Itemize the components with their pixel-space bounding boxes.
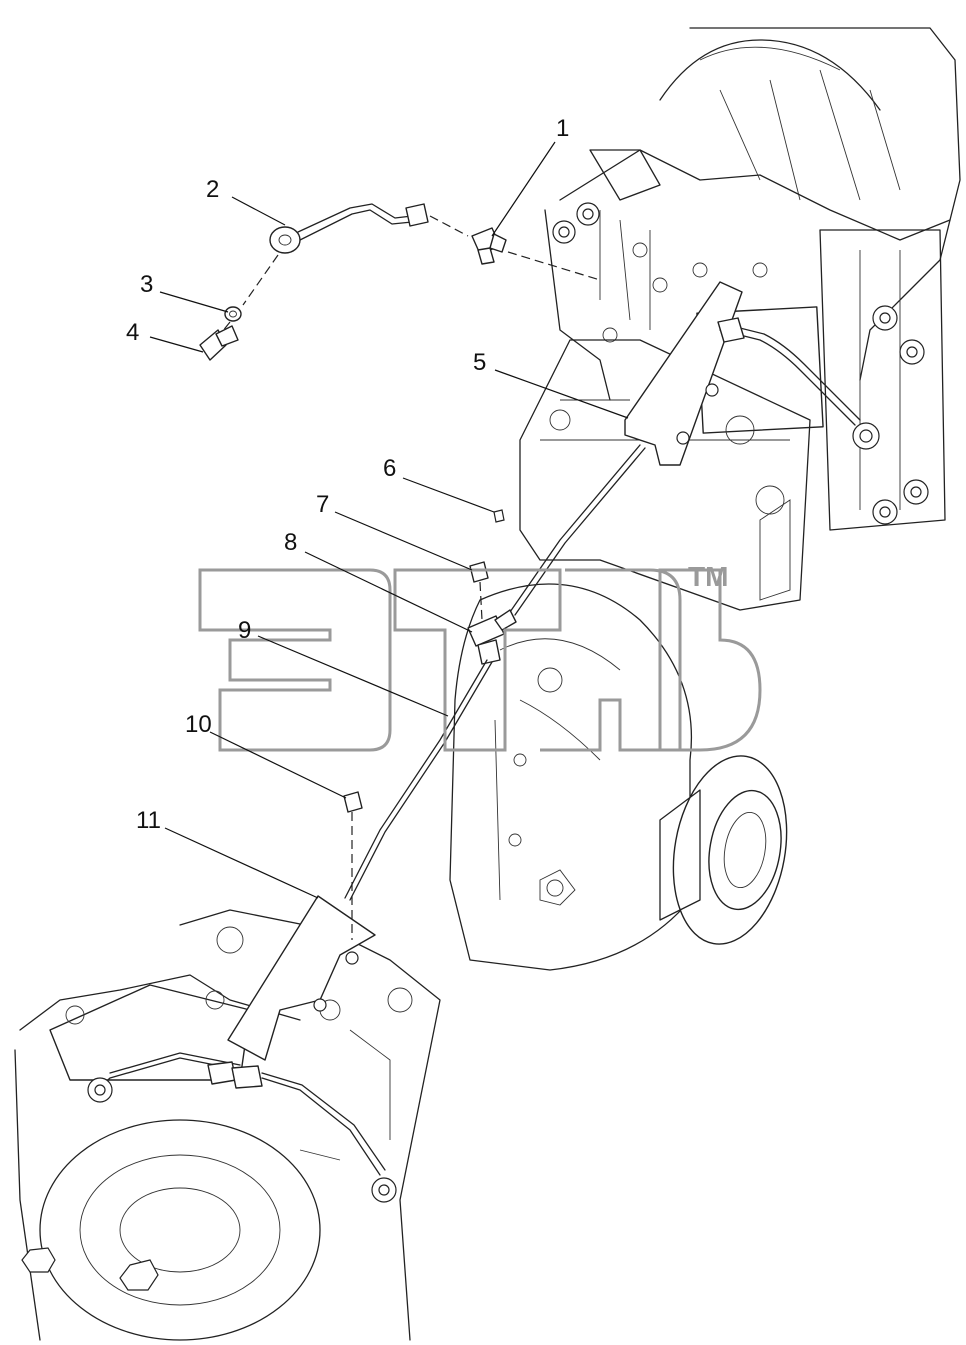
- callout-1: 1: [556, 115, 569, 142]
- callout-4: 4: [126, 319, 139, 346]
- callout-2: 2: [206, 176, 219, 203]
- bolt-10: [343, 791, 363, 813]
- callout-3: 3: [140, 271, 153, 298]
- differential-housing: [449, 583, 788, 971]
- callout-5: 5: [473, 349, 486, 376]
- leader-lines: [149, 141, 629, 899]
- callout-6: 6: [383, 455, 396, 482]
- exploded-parts: [199, 203, 601, 361]
- brake-pipe-assembly: [87, 281, 880, 1203]
- callout-10: 10: [185, 711, 212, 738]
- callout-numbers: 1 2 3 4 5 6 7 8 9 10 11: [126, 115, 569, 834]
- nut-6: [493, 509, 505, 523]
- watermark-trademark: TM: [688, 561, 728, 592]
- middle-axle-block: [519, 339, 811, 611]
- callout-11: 11: [136, 807, 161, 834]
- upper-axle-housing: [544, 27, 961, 531]
- callout-9: 9: [238, 617, 251, 644]
- callout-7: 7: [316, 491, 329, 518]
- bolt-7: [469, 561, 489, 583]
- callout-8: 8: [284, 529, 297, 556]
- small-fasteners: [343, 509, 505, 940]
- watermark-logo: TM: [198, 561, 762, 752]
- lower-axle-housing: [14, 909, 441, 1341]
